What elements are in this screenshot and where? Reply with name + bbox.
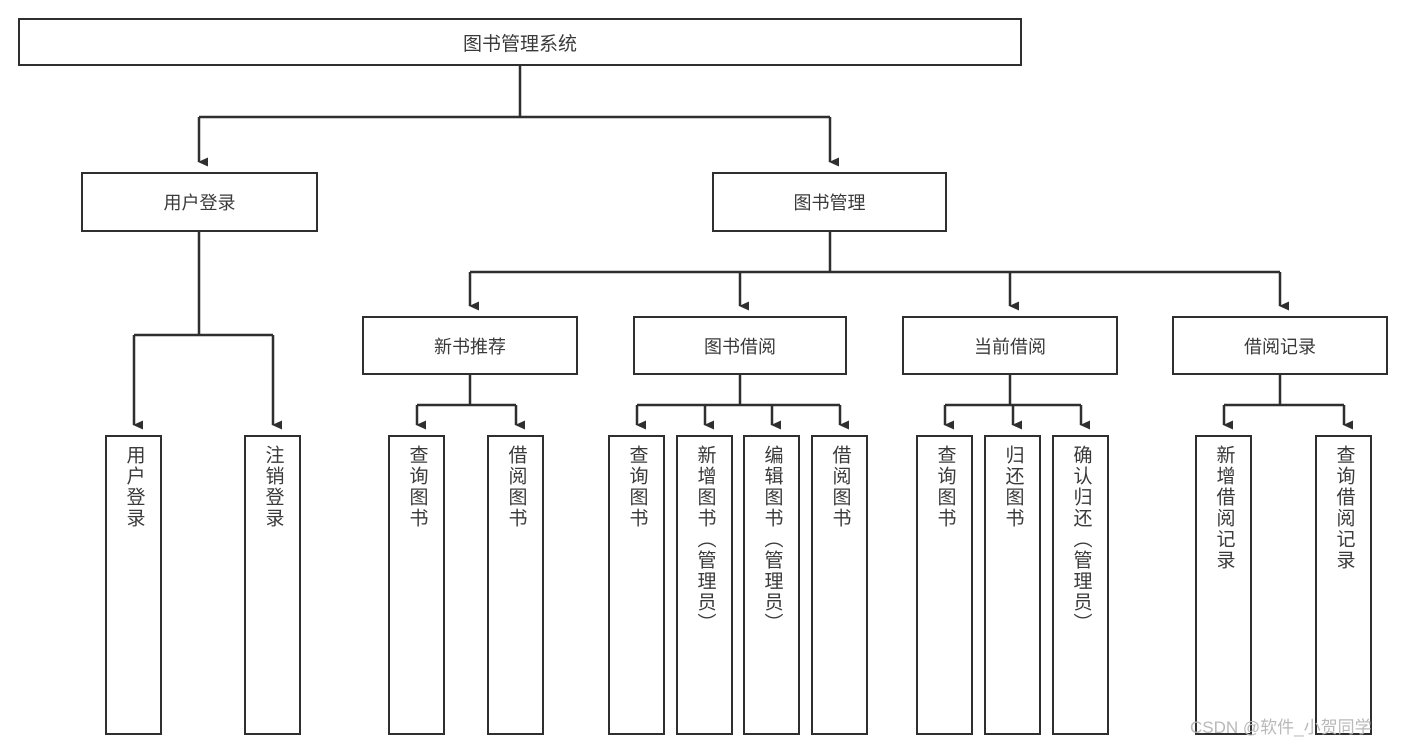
node-book-manage[interactable]: 图书管理 (712, 172, 947, 232)
node-book-borrow[interactable]: 图书借阅 (633, 316, 847, 375)
node-current-borrow[interactable]: 当前借阅 (902, 316, 1118, 375)
node-book-borrow-label: 图书借阅 (704, 336, 776, 357)
leaf-add-book[interactable]: 新增图书（管理员） (676, 435, 733, 735)
leaf-add-book-label: 新增图书（管理员） (694, 445, 716, 634)
leaf-user-login-label: 用户登录 (123, 445, 145, 529)
leaf-query-book-current[interactable]: 查询图书 (916, 435, 973, 735)
node-borrow-record-label: 借阅记录 (1244, 336, 1316, 357)
leaf-return-book-label: 归还图书 (1002, 445, 1024, 529)
leaf-borrow-book-rec[interactable]: 借阅图书 (487, 435, 544, 735)
leaf-confirm-return[interactable]: 确认归还（管理员） (1052, 435, 1109, 735)
leaf-query-book-borrow-label: 查询图书 (626, 445, 648, 529)
leaf-logout-label: 注销登录 (262, 445, 284, 529)
node-user-login[interactable]: 用户登录 (81, 172, 318, 232)
watermark: CSDN @软件_小贺同学 (1190, 718, 1372, 737)
leaf-query-book-rec[interactable]: 查询图书 (388, 435, 445, 735)
node-root[interactable]: 图书管理系统 (18, 18, 1022, 66)
node-new-book-rec[interactable]: 新书推荐 (362, 316, 578, 375)
node-book-manage-label: 图书管理 (793, 193, 866, 213)
leaf-edit-book[interactable]: 编辑图书（管理员） (743, 435, 800, 735)
leaf-borrow-book[interactable]: 借阅图书 (811, 435, 868, 735)
leaf-query-book-current-label: 查询图书 (934, 445, 956, 529)
leaf-query-record[interactable]: 查询借阅记录 (1315, 435, 1372, 735)
leaf-borrow-book-rec-label: 借阅图书 (505, 445, 527, 529)
node-current-borrow-label: 当前借阅 (974, 336, 1046, 357)
leaf-query-record-label: 查询借阅记录 (1333, 445, 1355, 571)
node-root-label: 图书管理系统 (462, 33, 577, 55)
node-user-login-label: 用户登录 (163, 193, 236, 213)
leaf-borrow-book-label: 借阅图书 (829, 445, 851, 529)
leaf-add-record-label: 新增借阅记录 (1213, 445, 1235, 571)
leaf-return-book[interactable]: 归还图书 (984, 435, 1041, 735)
leaf-edit-book-label: 编辑图书（管理员） (761, 445, 783, 634)
leaf-logout[interactable]: 注销登录 (244, 435, 301, 735)
leaf-query-book-rec-label: 查询图书 (406, 445, 428, 529)
node-new-book-rec-label: 新书推荐 (434, 336, 506, 357)
node-borrow-record[interactable]: 借阅记录 (1172, 316, 1388, 375)
leaf-add-record[interactable]: 新增借阅记录 (1195, 435, 1252, 735)
leaf-confirm-return-label: 确认归还（管理员） (1070, 445, 1092, 634)
leaf-query-book-borrow[interactable]: 查询图书 (608, 435, 665, 735)
leaf-user-login[interactable]: 用户登录 (105, 435, 162, 735)
